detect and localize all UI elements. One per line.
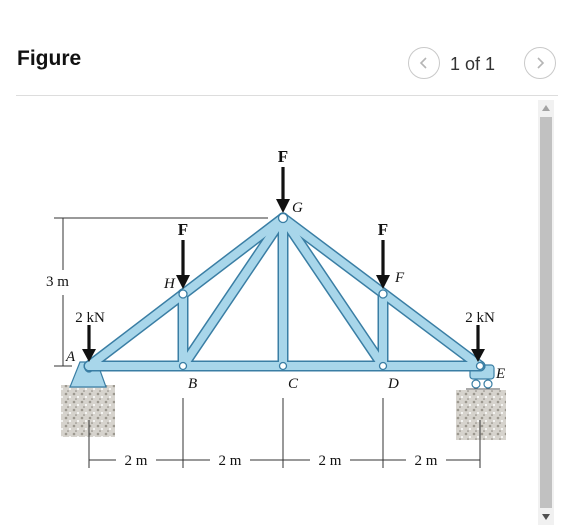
joint-label-c: C: [288, 376, 299, 392]
force-label-g: F: [278, 147, 288, 166]
left-support-base: [61, 385, 115, 437]
page-counter: 1 of 1: [450, 54, 496, 74]
span-label-bc: 2 m: [219, 453, 242, 469]
joint-label-g: G: [292, 200, 303, 216]
figure-viewport: F F F 2 kN 2 kN A B C D E F G H 3 m: [20, 100, 532, 525]
previous-figure-button[interactable]: [408, 47, 440, 79]
figure-title: Figure: [17, 47, 82, 70]
span-dimensions: [88, 398, 481, 468]
force-label-f: F: [378, 220, 388, 239]
figure-header: Figure 1 of 1: [0, 0, 568, 96]
header-divider: [16, 95, 558, 96]
load-label-right: 2 kN: [465, 310, 495, 326]
caret-down-icon: [542, 514, 550, 520]
next-figure-button[interactable]: [524, 47, 556, 79]
load-label-left: 2 kN: [75, 310, 105, 326]
joint-labels: A B C D E F G H: [65, 200, 505, 392]
height-dim-label: 3 m: [46, 274, 69, 290]
scroll-up-button[interactable]: [538, 100, 554, 116]
truss-joints: [178, 212, 485, 371]
joint-label-a: A: [65, 349, 76, 365]
arrowheads: [82, 199, 485, 362]
joint-label-h: H: [163, 276, 176, 292]
scroll-thumb[interactable]: [540, 117, 552, 508]
roller-wheel: [471, 379, 481, 389]
caret-up-icon: [542, 105, 550, 111]
joint-label-e: E: [495, 366, 505, 382]
joint-label-d: D: [387, 376, 399, 392]
span-label-de: 2 m: [415, 453, 438, 469]
chevron-right-icon: [537, 57, 545, 69]
joint-label-f: F: [394, 270, 405, 286]
chevron-left-icon: [419, 57, 427, 69]
span-label-ab: 2 m: [125, 453, 148, 469]
span-labels: 2 m 2 m 2 m 2 m: [125, 453, 438, 469]
truss-member-fill: [85, 214, 484, 370]
joint-label-b: B: [188, 376, 197, 392]
scroll-down-button[interactable]: [538, 509, 554, 525]
force-label-h: F: [178, 220, 188, 239]
right-support-base: [456, 390, 506, 440]
truss-diagram: F F F 2 kN 2 kN A B C D E F G H 3 m: [46, 147, 506, 469]
figure-scrollbar[interactable]: [538, 100, 554, 525]
load-arrows: [87, 167, 480, 350]
span-label-cd: 2 m: [319, 453, 342, 469]
roller-wheel: [483, 379, 493, 389]
height-dimension: [54, 217, 268, 367]
